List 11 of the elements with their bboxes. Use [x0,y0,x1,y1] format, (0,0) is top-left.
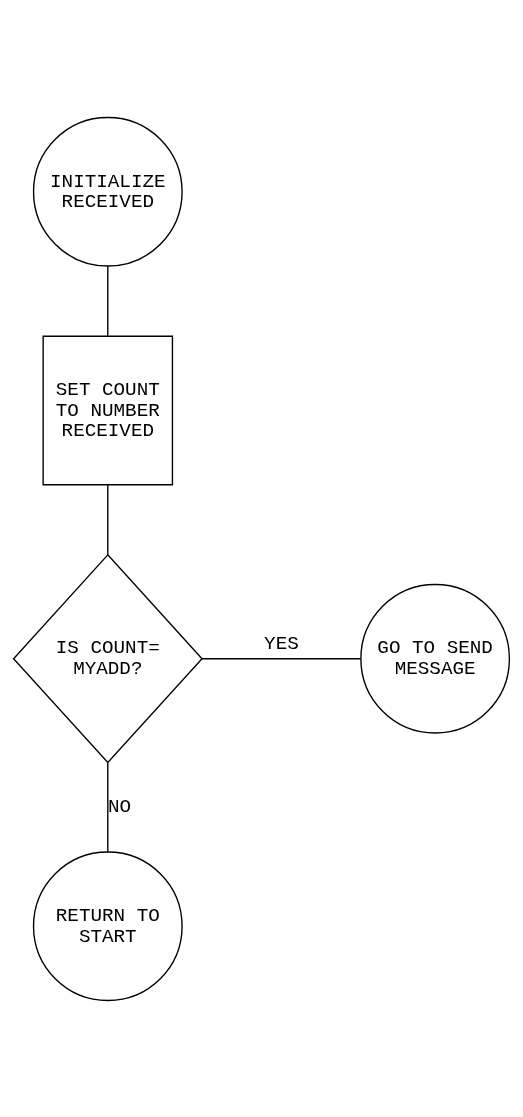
connector [107,265,109,337]
edge-label: YES [264,632,299,655]
edge-label: NO [107,795,132,818]
connector [107,483,109,555]
node-circle: INITIALIZE RECEIVED [32,116,183,267]
node-box: SET COUNT TO NUMBER RECEIVED [42,335,174,485]
node-circle: GO TO SEND MESSAGE [360,583,511,734]
node-circle: RETURN TO START [32,850,183,1001]
connector [107,761,109,852]
connector [201,657,362,659]
node-diamond: IS COUNT= MYADD? [12,553,203,764]
